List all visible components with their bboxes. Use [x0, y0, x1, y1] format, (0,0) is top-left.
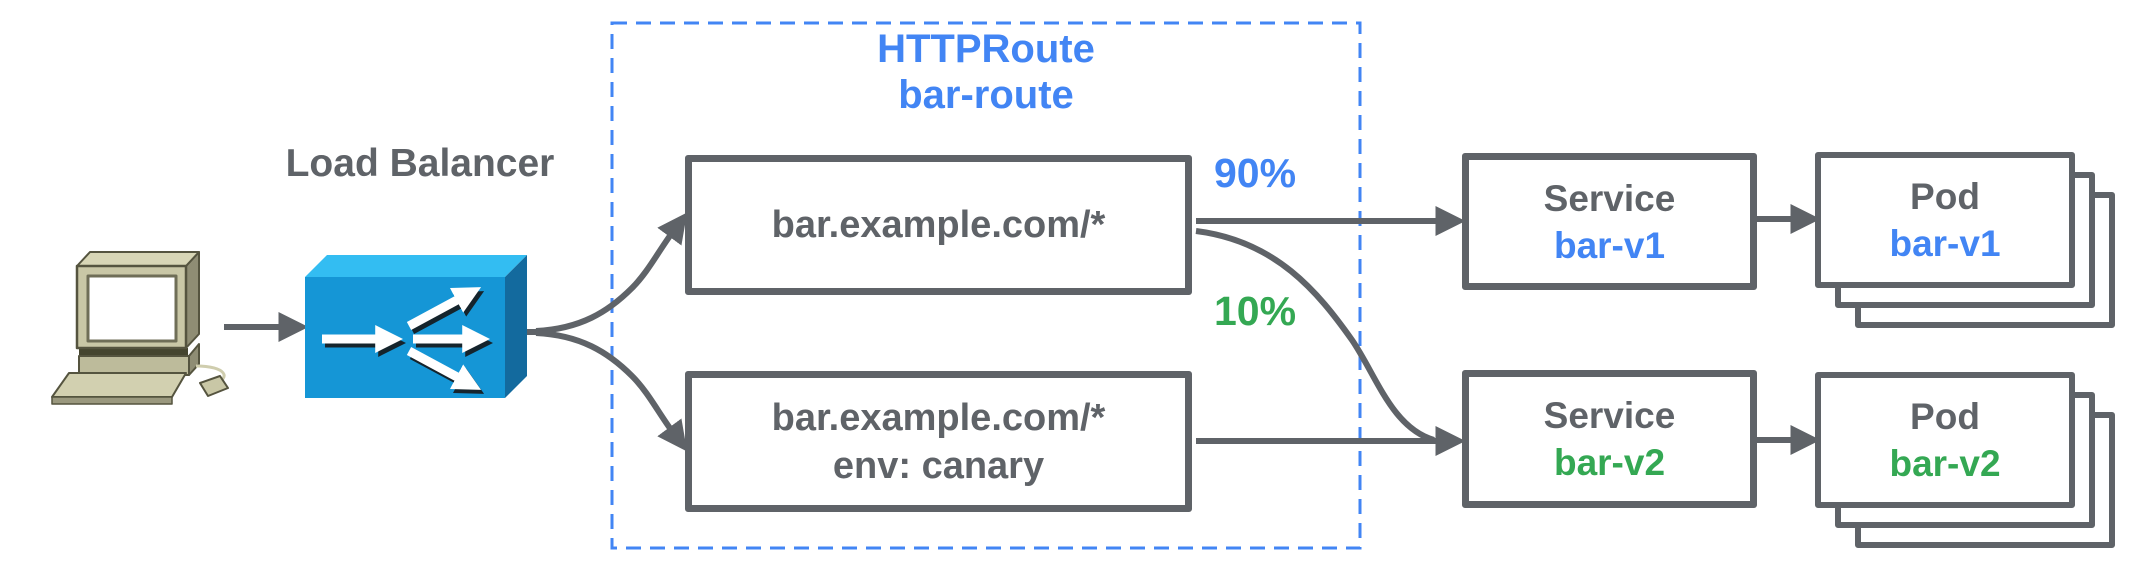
pod-card: Pod bar-v1: [1815, 152, 2075, 288]
pod-kind-label: Pod: [1910, 176, 1980, 217]
service-name-label: bar-v2: [1553, 442, 1666, 483]
lb-split-fork: [527, 212, 688, 452]
httproute-kind-label: HTTPRoute: [877, 27, 1095, 71]
pod-stack-bar-v1: Pod bar-v1: [1815, 152, 2117, 330]
weight-label-primary: 90%: [1213, 150, 1297, 196]
route-rule-match-label: bar.example.com/*: [771, 396, 1106, 439]
pod-kind-label: Pod: [1910, 396, 1980, 437]
desktop-computer-icon: [51, 251, 229, 405]
load-balancer-label: Load Balancer: [285, 142, 555, 185]
arrow-lb-to-rule1: [535, 212, 688, 334]
route-rule-header-label: env: canary: [832, 444, 1045, 487]
httproute-frame: [610, 21, 1362, 550]
route-rule-box-primary: bar.example.com/*: [685, 155, 1192, 295]
weight-label-canary: 10%: [1213, 288, 1297, 334]
service-kind-label: Service: [1543, 177, 1676, 219]
route-rule-box-canary: bar.example.com/* env: canary: [685, 371, 1192, 512]
route-rule-match-label: bar.example.com/*: [771, 204, 1106, 246]
arrow-rule1-to-service-v2-curve: [1195, 228, 1435, 443]
load-balancer-icon: [305, 255, 527, 398]
arrow-lb-to-rule2: [535, 330, 688, 452]
service-name-label: bar-v1: [1553, 224, 1666, 266]
service-box-bar-v1: Service bar-v1: [1462, 153, 1757, 290]
httproute-name-label: bar-route: [898, 73, 1074, 117]
pod-card: Pod bar-v2: [1815, 372, 2075, 508]
service-box-bar-v2: Service bar-v2: [1462, 370, 1757, 508]
pod-name-label: bar-v2: [1889, 443, 2001, 484]
pod-stack-bar-v2: Pod bar-v2: [1815, 372, 2117, 550]
pod-name-label: bar-v1: [1889, 223, 2001, 264]
service-kind-label: Service: [1543, 395, 1676, 436]
httproute-group-title: HTTPRoute bar-route: [786, 26, 1186, 118]
